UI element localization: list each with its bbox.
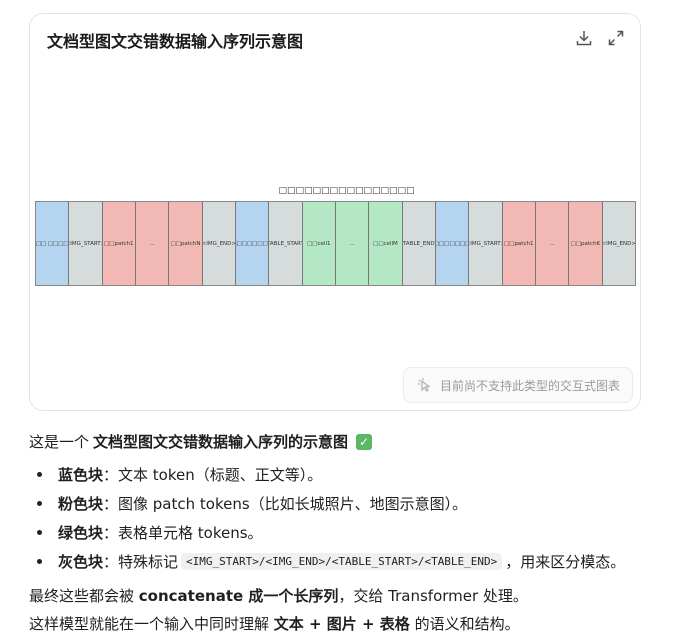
unsupported-chart-notice: 目前尚不支持此类型的交互式图表 xyxy=(403,367,633,403)
sequence-cell-table: □□cell1 xyxy=(302,202,336,285)
sequence-cell-image: □□patchN xyxy=(169,202,203,285)
sequence-cell-special: <IMG_END> xyxy=(602,202,635,285)
bullet-icon xyxy=(37,472,42,477)
card-title: 文档型图文交错数据输入序列示意图 xyxy=(47,32,304,51)
legend-text: ：特殊标记 xyxy=(103,553,179,571)
inline-code: <IMG_START>/<IMG_END>/<TABLE_START>/<TAB… xyxy=(181,553,503,570)
legend-text: ：文本 token（标题、正文等）。 xyxy=(103,466,323,484)
sequence-cell-table: □□cellM xyxy=(369,202,403,285)
download-icon[interactable] xyxy=(574,28,594,48)
sequence-cell-text: □□□□□□□□□ xyxy=(435,202,470,285)
legend-text: ：图像 patch tokens（比如长城照片、地图示意图）。 xyxy=(103,495,468,513)
summary-bold: 文档型图文交错数据输入序列的示意图 xyxy=(93,433,349,451)
sequence-cell-special: <IMG_START> xyxy=(69,202,103,285)
sequence-cell-text: □□□□□□□□□□ xyxy=(235,202,270,285)
bullet-icon xyxy=(37,559,42,564)
sequence-cell-special: <IMG_START> xyxy=(469,202,503,285)
sequence-cell-image: □□patchK xyxy=(569,202,603,285)
legend-text: ：表格单元格 tokens。 xyxy=(103,524,263,542)
sequence-cell-image: ... xyxy=(135,202,170,285)
list-item: 绿色块 ：表格单元格 tokens。 xyxy=(29,518,625,547)
list-item: 粉色块 ：图像 patch tokens（比如长城照片、地图示意图）。 xyxy=(29,489,625,518)
sequence-cell-image: □□patch1 xyxy=(502,202,536,285)
sequence-cell-special: <TABLE_END> xyxy=(402,202,436,285)
paragraph-1: 最终这些都会被 concatenate 成一个长序列，交给 Transforme… xyxy=(29,585,528,606)
sequence-cell-table: ... xyxy=(335,202,370,285)
para2-bold: 文本 + 图片 + 表格 xyxy=(273,615,410,633)
summary-prefix: 这是一个 xyxy=(29,433,90,451)
sequence-cell-text: □□□ □□□□□ xyxy=(36,202,70,285)
unsupported-text: 目前尚不支持此类型的交互式图表 xyxy=(439,378,620,393)
para1-bold: concatenate 成一个长序列 xyxy=(138,587,339,605)
para1-text-a: 最终这些都会被 xyxy=(29,587,139,605)
bullet-icon xyxy=(37,501,42,506)
summary-line: 这是一个 文档型图文交错数据输入序列的示意图 ✓ xyxy=(29,431,373,452)
list-item: 蓝色块 ：文本 token（标题、正文等）。 xyxy=(29,460,625,489)
para1-text-c: ，交给 Transformer 处理。 xyxy=(338,587,528,605)
legend-key: 蓝色块 xyxy=(58,466,104,484)
bullet-icon xyxy=(37,530,42,535)
sequence-cell-image: ... xyxy=(535,202,570,285)
legend-list: 蓝色块 ：文本 token（标题、正文等）。 粉色块 ：图像 patch tok… xyxy=(29,460,625,576)
legend-text-after: ，用来区分模态。 xyxy=(505,553,626,571)
legend-key: 灰色块 xyxy=(58,553,104,571)
para2-text-a: 这样模型就能在一个输入中同时理解 xyxy=(29,615,274,633)
sequence-cell-image: □□patch1 xyxy=(102,202,136,285)
paragraph-2: 这样模型就能在一个输入中同时理解 文本 + 图片 + 表格 的语义和结构。 xyxy=(29,613,520,634)
chart-title: □□□□□□□□□□□□□□□□ xyxy=(278,186,415,196)
legend-key: 粉色块 xyxy=(58,495,104,513)
sequence-cell-special: <IMG_END> xyxy=(202,202,236,285)
list-item: 灰色块 ：特殊标记 <IMG_START>/<IMG_END>/<TABLE_S… xyxy=(29,547,625,576)
sequence-cell-special: <TABLE_START> xyxy=(269,202,303,285)
legend-key: 绿色块 xyxy=(58,524,104,542)
para2-text-c: 的语义和结构。 xyxy=(409,615,520,633)
pointer-icon xyxy=(417,378,431,392)
sequence-bar: □□□ □□□□□<IMG_START>□□patch1...□□patchN<… xyxy=(35,201,636,286)
check-mark-icon: ✓ xyxy=(356,433,373,450)
expand-icon[interactable] xyxy=(606,28,626,48)
